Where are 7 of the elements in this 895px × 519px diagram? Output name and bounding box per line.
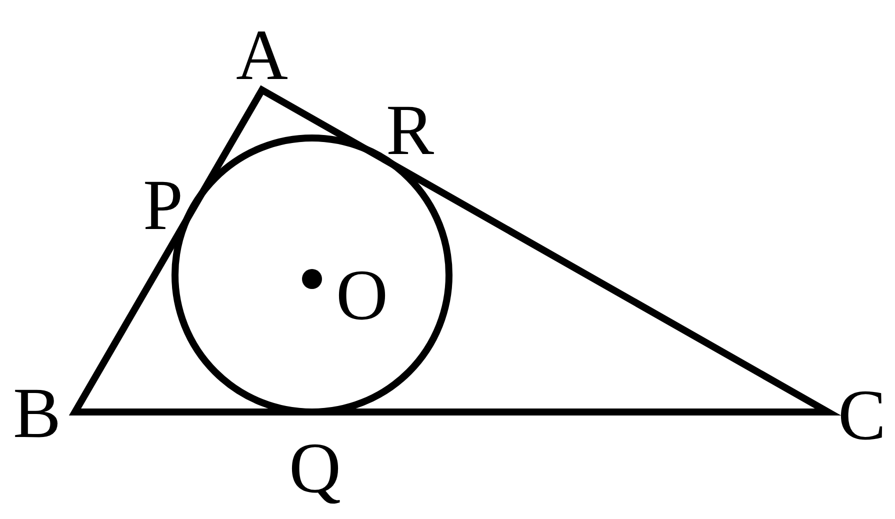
point-label: C — [838, 379, 886, 451]
point-label: R — [386, 94, 434, 166]
point-label: Q — [289, 432, 341, 504]
point-label: P — [143, 169, 184, 241]
point-label: B — [13, 377, 62, 449]
point-label: A — [236, 19, 288, 91]
point-label: O — [336, 259, 388, 331]
